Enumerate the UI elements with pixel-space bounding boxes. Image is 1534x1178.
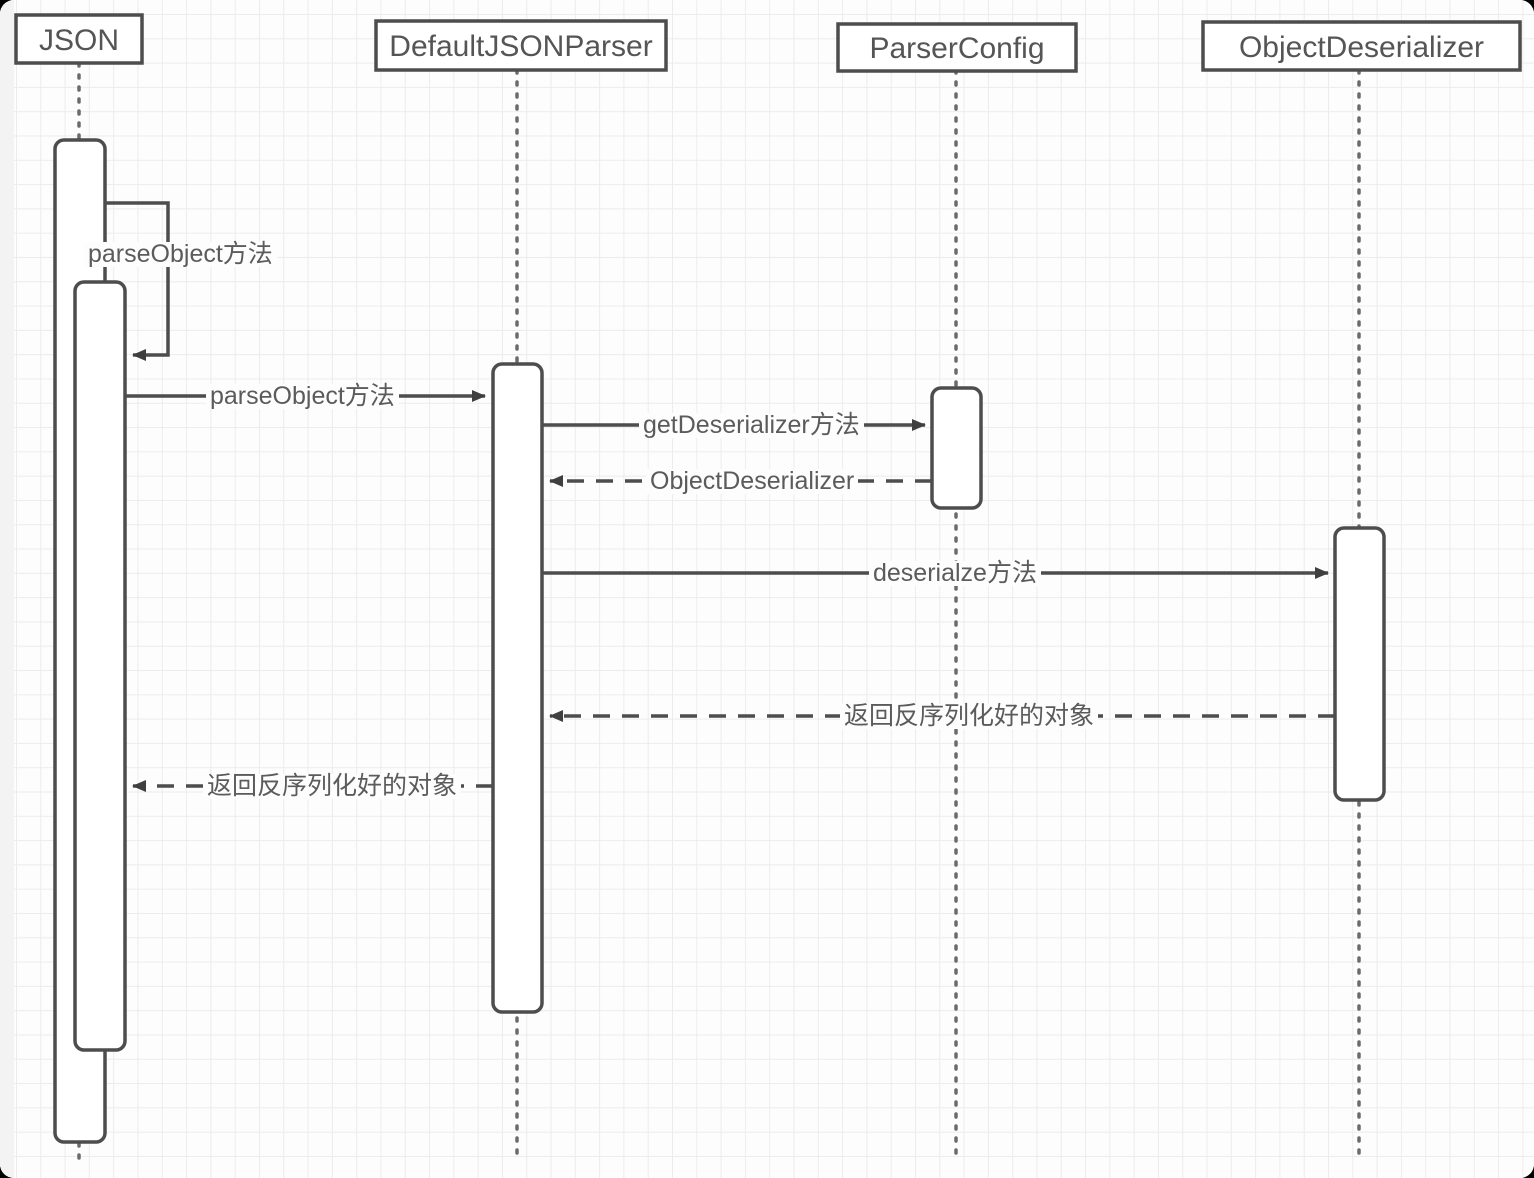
message-label-m6: 返回反序列化好的对象 [840, 704, 1099, 729]
participant-box-json[interactable] [14, 13, 144, 65]
message-label-m1: parseObject方法 [84, 242, 277, 267]
participant-box-parser[interactable] [374, 19, 668, 72]
message-m1-self-call [105, 201, 170, 361]
activation-deserializer [1333, 526, 1386, 802]
message-label-m7: 返回反序列化好的对象 [203, 774, 462, 799]
activation-parser [491, 362, 544, 1014]
message-label-m2: parseObject方法 [206, 384, 399, 409]
participant-box-deserializer[interactable] [1201, 20, 1522, 72]
message-label-m3: getDeserializer方法 [639, 413, 864, 438]
activation-json-inner [73, 280, 127, 1052]
participant-label-deserializer: ObjectDeserializer [1238, 31, 1485, 64]
participant-label-config: ParserConfig [869, 32, 1045, 65]
activation-config [930, 386, 983, 510]
participant-label-parser: DefaultJSONParser [389, 30, 653, 63]
participant-label-json: JSON [38, 24, 119, 57]
message-label-m4: ObjectDeserializer [646, 469, 859, 494]
participant-box-config[interactable] [836, 22, 1078, 73]
left-gutter [0, 0, 14, 1178]
message-label-m5: deserialze方法 [869, 561, 1041, 586]
